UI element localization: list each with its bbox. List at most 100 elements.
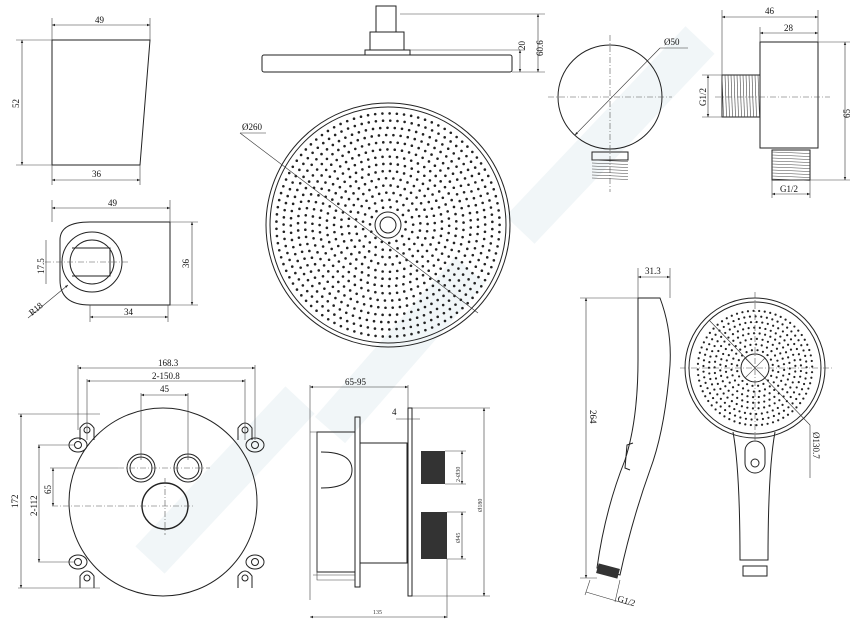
spray-nozzle [381,119,385,123]
spray-nozzle [708,343,711,346]
spray-nozzle [799,375,802,378]
spray-nozzle [744,339,747,342]
spray-nozzle [403,267,406,271]
spray-nozzle [455,135,458,139]
spray-nozzle [778,342,781,345]
spray-nozzle [451,172,455,176]
spray-nozzle [418,189,421,192]
spray-nozzle [434,139,438,142]
spray-nozzle [475,156,479,159]
spray-nozzle [750,337,753,341]
spray-nozzle [424,126,427,129]
spray-nozzle [282,230,286,234]
spray-nozzle [353,245,357,249]
spray-nozzle [321,305,324,308]
spray-nozzle [393,148,397,151]
spray-nozzle [439,213,443,216]
spray-nozzle [316,180,319,183]
spray-nozzle [374,185,378,189]
spray-nozzle [720,320,724,323]
spray-nozzle [786,343,790,346]
spray-nozzle [482,237,486,241]
spray-nozzle [719,369,722,372]
spray-nozzle [395,334,399,338]
spray-nozzle [496,245,499,248]
spray-nozzle [480,269,484,273]
spray-nozzle [439,267,442,270]
spray-nozzle [430,121,434,124]
spray-nozzle [724,408,727,412]
spray-nozzle [346,327,349,331]
spray-nozzle [749,423,752,427]
spray-nozzle [696,368,699,371]
spray-nozzle [467,240,471,244]
spray-nozzle [354,267,358,270]
spray-nozzle [768,392,771,395]
spray-nozzle [782,409,786,412]
spray-nozzle [343,144,346,148]
spray-nozzle [793,359,796,362]
spray-nozzle [347,197,351,201]
spray-nozzle [373,112,377,116]
spray-nozzle [704,381,707,384]
spray-nozzle [354,225,357,228]
spray-nozzle [339,225,343,229]
spray-nozzle [723,340,726,343]
spray-nozzle [457,249,461,253]
spray-nozzle [736,336,740,339]
spray-nozzle [410,144,414,148]
spray-nozzle [334,296,337,300]
spray-nozzle [419,222,422,225]
spray-nozzle [799,402,802,405]
spray-nozzle [483,278,487,282]
spray-nozzle [337,260,341,263]
spray-nozzle [303,257,306,260]
spray-nozzle [763,406,766,409]
spray-nozzle [783,339,786,342]
spray-nozzle [282,216,286,219]
spray-nozzle [787,356,790,359]
spray-nozzle [750,418,753,421]
spray-nozzle [318,282,321,285]
dim-holder-width-top: 49 [95,15,105,25]
spray-nozzle [324,251,328,255]
spray-nozzle [420,243,424,247]
spray-nozzle [764,333,767,336]
spray-nozzle [715,401,718,404]
spray-nozzle [315,168,319,171]
spray-nozzle [311,222,314,226]
spray-nozzle [290,238,294,242]
spray-nozzle [283,208,286,212]
spray-nozzle [431,193,434,196]
dim-holder-radius: R18 [27,300,45,318]
spray-nozzle [766,322,769,325]
spray-nozzle [381,313,384,317]
spray-nozzle [381,335,385,338]
spray-nozzle [422,165,426,169]
spray-nozzle [773,354,777,357]
spray-nozzle [340,196,343,199]
holder-side-view: 49 52 36 [11,15,151,185]
spray-nozzle [410,202,414,205]
spray-nozzle [323,287,326,290]
spray-nozzle [292,245,295,249]
spray-nozzle [724,331,727,335]
spray-nozzle [765,346,769,349]
spray-nozzle [702,364,705,368]
spray-nozzle [455,311,459,315]
spray-nozzle [381,270,384,273]
spray-nozzle [771,363,774,366]
spray-nozzle [385,191,388,194]
spray-nozzle [714,377,718,380]
spray-nozzle [388,335,392,338]
spray-nozzle [334,191,338,195]
spray-nozzle [771,421,775,424]
spray-nozzle [331,264,335,268]
spray-nozzle [810,359,813,363]
spray-nozzle [402,290,406,293]
spray-nozzle [460,260,464,264]
spray-nozzle [398,261,402,265]
spray-nozzle [720,335,723,338]
spray-nozzle [326,270,330,273]
spray-nozzle [311,215,315,218]
